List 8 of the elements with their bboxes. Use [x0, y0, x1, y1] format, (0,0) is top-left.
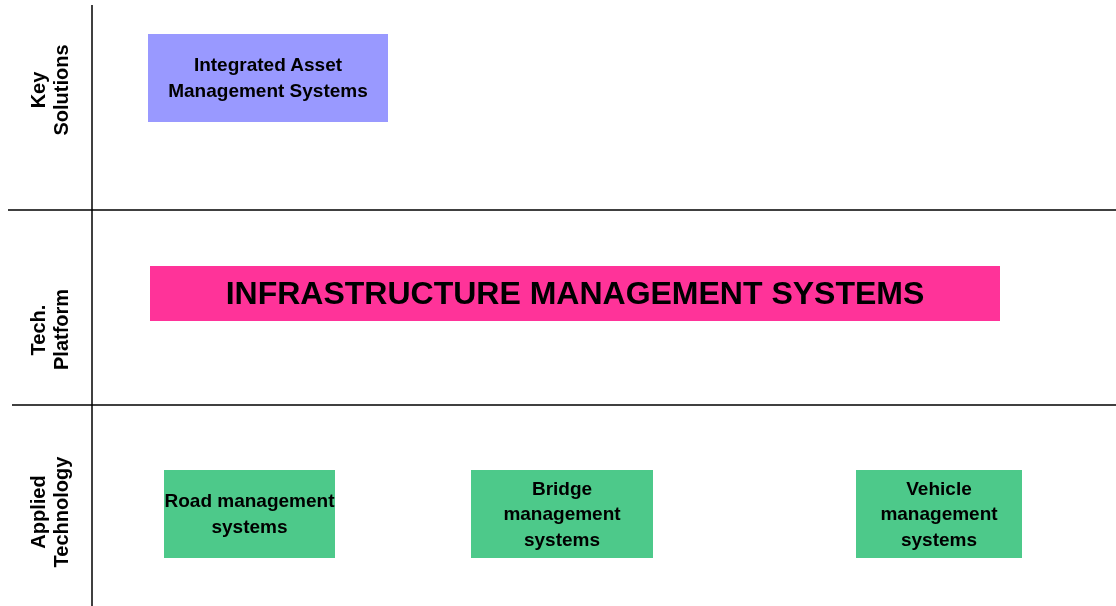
row-label: Key Solutions [27, 43, 73, 138]
solution-box: Integrated Asset Management Systems [148, 34, 388, 122]
technology-box: Bridge management systems [471, 470, 653, 558]
platform-banner: INFRASTRUCTURE MANAGEMENT SYSTEMS [150, 266, 1000, 321]
technology-box: Road management systems [164, 470, 335, 558]
row-label: Tech. Platform [27, 290, 73, 370]
row-label: Applied Technology [27, 455, 73, 570]
technology-box: Vehicle management systems [856, 470, 1022, 558]
